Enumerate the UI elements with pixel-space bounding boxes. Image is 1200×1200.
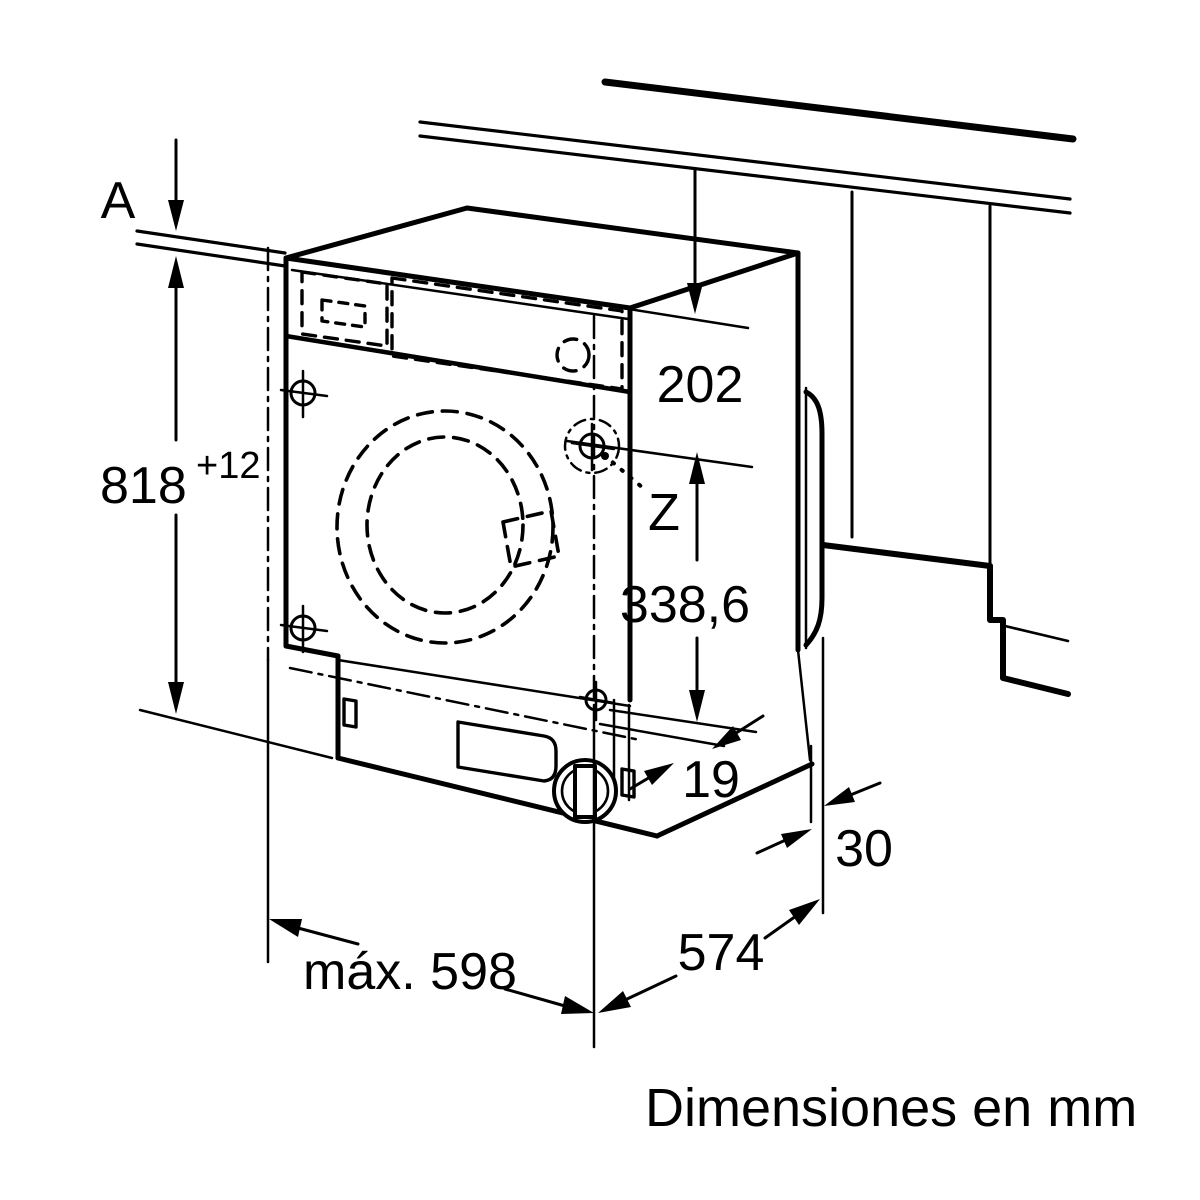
dim-598-right-shaft: [503, 987, 567, 1008]
dim-598-right-arrowhead: [561, 996, 594, 1014]
dim-19-reference-line: [598, 722, 726, 748]
z-leader-dot: [601, 452, 609, 460]
dim-label-max-width: máx. 598: [303, 943, 517, 1001]
dim-598-left-shaft: [296, 926, 360, 946]
detergent-drawer-outline: [300, 270, 389, 348]
screw-bottom-left-cross: [279, 604, 329, 654]
detergent-drawer-handle: [320, 298, 367, 329]
filter-knob-slot: [573, 764, 597, 819]
reference-lines: [138, 246, 642, 1049]
dim-574-right-shaft: [763, 914, 798, 940]
door-handle-profile: [803, 389, 825, 648]
dim-30-right-arrowhead: [824, 787, 855, 806]
worktop-right-top-line: [418, 120, 1072, 201]
cabinet-plinth-step: [987, 563, 1071, 697]
worktop-right-bottom-line: [418, 134, 1072, 215]
dim-19-lower-arrowhead: [644, 763, 674, 785]
dim-label-hinge: Z: [648, 484, 680, 542]
control-panel-outline: [390, 276, 624, 391]
dim-label-depth: 574: [678, 924, 765, 982]
side-bottom-edge: [654, 761, 815, 839]
dim-598-left-arrowhead: [269, 919, 302, 937]
program-knob-dashed: [555, 337, 591, 373]
z-dotted-leader: [602, 453, 645, 490]
cabinet-plinth-floor-line: [1003, 624, 1070, 643]
dim-338-extension-top: [565, 439, 754, 469]
dim-338-down-arrowhead: [689, 690, 705, 722]
dim-label-worktop: A: [101, 172, 136, 230]
kitchen-surround: [135, 78, 1077, 697]
dim-label-hinge-offset: 338,6: [620, 576, 750, 634]
door-dashed: [335, 409, 561, 645]
wall-panel-edge: [601, 78, 1077, 143]
plinth-slot-right: [620, 767, 636, 799]
machine-side-lower-link: [796, 648, 812, 762]
screw-top-right-highlight: [563, 417, 621, 475]
dim-818-up-arrowhead: [168, 256, 184, 288]
worktop-left-top-line: [135, 229, 287, 255]
machine-top-face: [283, 205, 801, 311]
control-panel-dashed: [300, 270, 624, 391]
cabinet-bottom-edge: [820, 542, 993, 569]
machine-bottom-left-edge: [283, 643, 341, 659]
washing-machine: [138, 205, 825, 1049]
machine-top-front-band: [290, 268, 630, 321]
plinth-centerline-dashdot: [288, 666, 642, 742]
dim-label-top-clearance: 202: [657, 356, 744, 414]
screw-top-left-cross: [279, 369, 329, 419]
dimensions: A 818 +12 202 Z 338,6 19: [100, 138, 893, 1014]
units-caption: Dimensiones en mm: [645, 1078, 1137, 1138]
dim-574-left-shaft: [623, 974, 678, 1002]
dim-label-plinth-recess: 19: [682, 751, 740, 809]
dim-label-niche-tolerance: +12: [196, 445, 260, 487]
plinth-slot-left: [342, 697, 358, 729]
dim-574-right-arrowhead: [789, 899, 820, 925]
dim-574-left-arrowhead: [598, 991, 631, 1013]
dim-202-extension-line: [608, 304, 750, 330]
mounting-screws: [279, 369, 621, 722]
service-flap: [456, 720, 558, 783]
worktop-left-bottom-line: [135, 242, 287, 268]
dim-202-arrowhead: [687, 283, 703, 314]
door-outer-ring: [335, 409, 555, 645]
dim-19-upper-arrowhead: [712, 726, 741, 749]
door-window: [365, 435, 525, 615]
dim-a-arrowhead: [168, 200, 184, 231]
plinth-bottom-edge: [335, 755, 660, 839]
dim-338-up-arrowhead: [689, 452, 705, 484]
dim-label-niche-height: 818: [100, 457, 187, 515]
dim-818-down-arrowhead: [168, 682, 184, 714]
dim-label-front-gap: 30: [835, 820, 893, 878]
screw-bottom-right-cross: [578, 680, 616, 722]
door-grip-recess: [501, 509, 561, 569]
dim-30-left-arrowhead: [781, 829, 812, 848]
floor-extension-line: [138, 708, 334, 760]
